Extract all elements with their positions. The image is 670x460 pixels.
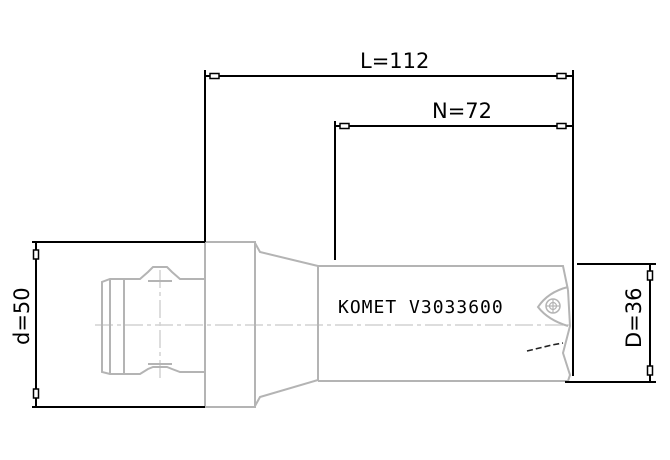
dimension-label-L: L=112 (360, 49, 429, 73)
arrow-icon (32, 249, 40, 260)
coupling-shank (101, 266, 205, 375)
insert-pocket (536, 286, 569, 327)
bar-top (318, 265, 569, 291)
dimension-D: D=36 (565, 263, 656, 383)
tool-body (101, 241, 572, 408)
arrow-icon (339, 122, 350, 130)
dimension-L: L=112 (204, 49, 574, 376)
cutting-tip (561, 289, 572, 382)
arrow-icon (556, 122, 567, 130)
product-marking: KOMET V3033600 (338, 297, 504, 318)
arrow-icon (32, 388, 40, 399)
dimension-label-N: N=72 (432, 99, 492, 123)
dimension-N: N=72 (334, 99, 573, 260)
insert-screw-icon (545, 298, 561, 314)
dimension-d: d=50 (10, 241, 205, 408)
taper-top (254, 242, 319, 267)
dimension-label-D: D=36 (622, 288, 646, 349)
taper-bottom (254, 379, 319, 407)
dimension-label-d: d=50 (10, 287, 34, 345)
arrow-icon (556, 72, 567, 80)
arrow-icon (646, 365, 654, 376)
arrow-icon (209, 72, 220, 80)
coolant-channel (526, 342, 564, 352)
arrow-icon (646, 270, 654, 281)
flange (204, 241, 256, 408)
